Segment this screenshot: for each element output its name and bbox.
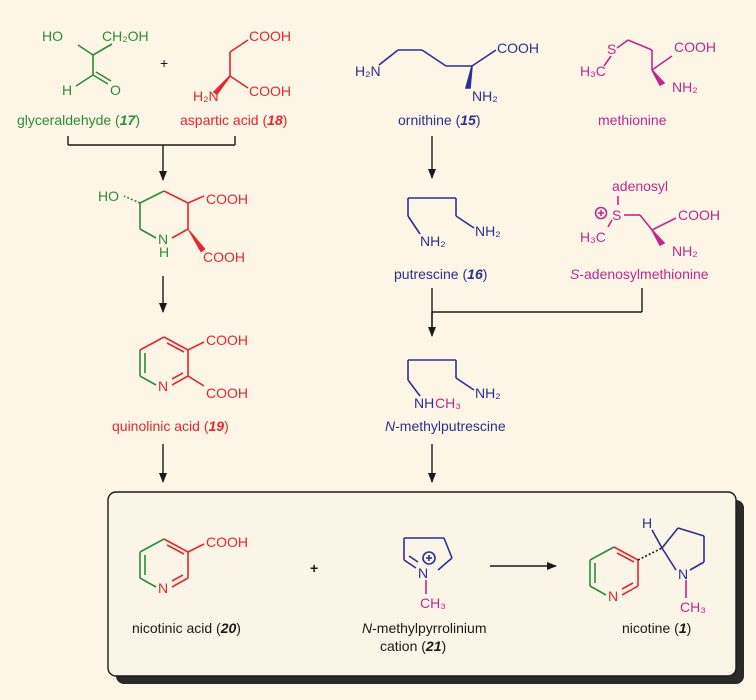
- atom-ch3: CH₃: [435, 395, 461, 411]
- atom-ho: HO: [42, 28, 63, 44]
- atom-nh2: NH₂: [475, 385, 501, 401]
- ornithine-structure: [378, 49, 497, 89]
- atom-n: N: [608, 588, 618, 604]
- atom-nh2: NH₂: [472, 88, 498, 104]
- atom-h: H: [159, 244, 169, 260]
- atom-nh: NH: [414, 395, 434, 411]
- atom-n: N: [418, 565, 428, 581]
- atom-h: H: [62, 82, 72, 98]
- atom-n: N: [158, 580, 168, 596]
- label-ornithine: ornithine (15): [398, 112, 481, 128]
- plus-sign-bottom: +: [310, 560, 318, 576]
- atom-n: N: [158, 231, 168, 247]
- atom-cooh: COOH: [206, 332, 248, 348]
- methionine-structure: [603, 39, 673, 87]
- plus-sign-top: +: [160, 55, 168, 71]
- label-methionine: methionine: [598, 112, 667, 128]
- label-cation-21: cation (21): [380, 638, 446, 654]
- atom-cooh: COOH: [206, 534, 248, 550]
- label-quinolinic-acid: quinolinic acid (19): [112, 418, 229, 434]
- atom-nh2: NH₂: [475, 223, 501, 239]
- atom-n: N: [158, 378, 168, 394]
- merge-bracket-16-sam: [431, 288, 643, 334]
- atom-cooh: COOH: [249, 83, 291, 99]
- product-box: [107, 491, 737, 677]
- atom-s: S: [612, 207, 621, 223]
- atom-ho-dashed: HO: [98, 188, 119, 204]
- label-aspartic-acid: aspartic acid (18): [180, 112, 287, 128]
- atom-cooh: COOH: [203, 249, 245, 265]
- n-methylpyrrolinium-structure: [403, 537, 453, 594]
- label-nicotine: nicotine (1): [622, 620, 691, 636]
- atom-s: S: [607, 41, 616, 57]
- atom-ch2oh: CH₂OH: [102, 28, 149, 44]
- label-s-adenosylmethionine: S-adenosylmethionine: [570, 266, 709, 282]
- label-n-methylputrescine: N-methylputrescine: [385, 418, 506, 434]
- label-nicotinic-acid: nicotinic acid (20): [132, 620, 241, 636]
- sam-structure: [594, 196, 677, 247]
- atom-cooh: COOH: [206, 191, 248, 207]
- nicotinic-acid-structure: [139, 538, 205, 588]
- label-putrescine: putrescine (16): [394, 266, 487, 282]
- atom-cooh: COOH: [497, 40, 539, 56]
- label-n-methylpyrrolinium: N-methylpyrrolinium: [362, 620, 486, 636]
- atom-h3c: H₃C: [580, 229, 606, 245]
- atom-nh2: NH₂: [672, 243, 698, 259]
- atom-h3c: H₃C: [580, 63, 606, 79]
- atom-adenosyl: adenosyl: [612, 178, 668, 194]
- aspartic-acid-structure: [212, 39, 249, 96]
- atom-cooh: COOH: [674, 39, 716, 55]
- atom-cooh: COOH: [249, 28, 291, 44]
- atom-h2n: H₂N: [193, 88, 219, 104]
- merge-bracket-17-18: [67, 136, 236, 146]
- atom-ch3: CH₃: [680, 599, 706, 615]
- putrescine-structure: [407, 197, 475, 235]
- atom-cooh: COOH: [206, 385, 248, 401]
- nicotine-structure: [589, 527, 705, 598]
- n-methylputrescine-structure: [407, 359, 475, 397]
- quinolinic-acid-structure: [139, 336, 205, 387]
- atom-h2n: H₂N: [355, 63, 381, 79]
- atom-o: O: [110, 82, 121, 98]
- atom-n: N: [678, 566, 688, 582]
- piperidine-intermediate-structure: [123, 190, 206, 253]
- label-glyceraldehyde: glyceraldehyde (17): [17, 112, 140, 128]
- atom-nh2: NH₂: [420, 233, 446, 249]
- atom-nh2: NH₂: [672, 79, 698, 95]
- glyceraldehyde-structure: [75, 43, 113, 87]
- atom-h-stereo: H: [642, 515, 652, 531]
- atom-ch3: CH₃: [420, 595, 446, 611]
- atom-cooh: COOH: [678, 207, 720, 223]
